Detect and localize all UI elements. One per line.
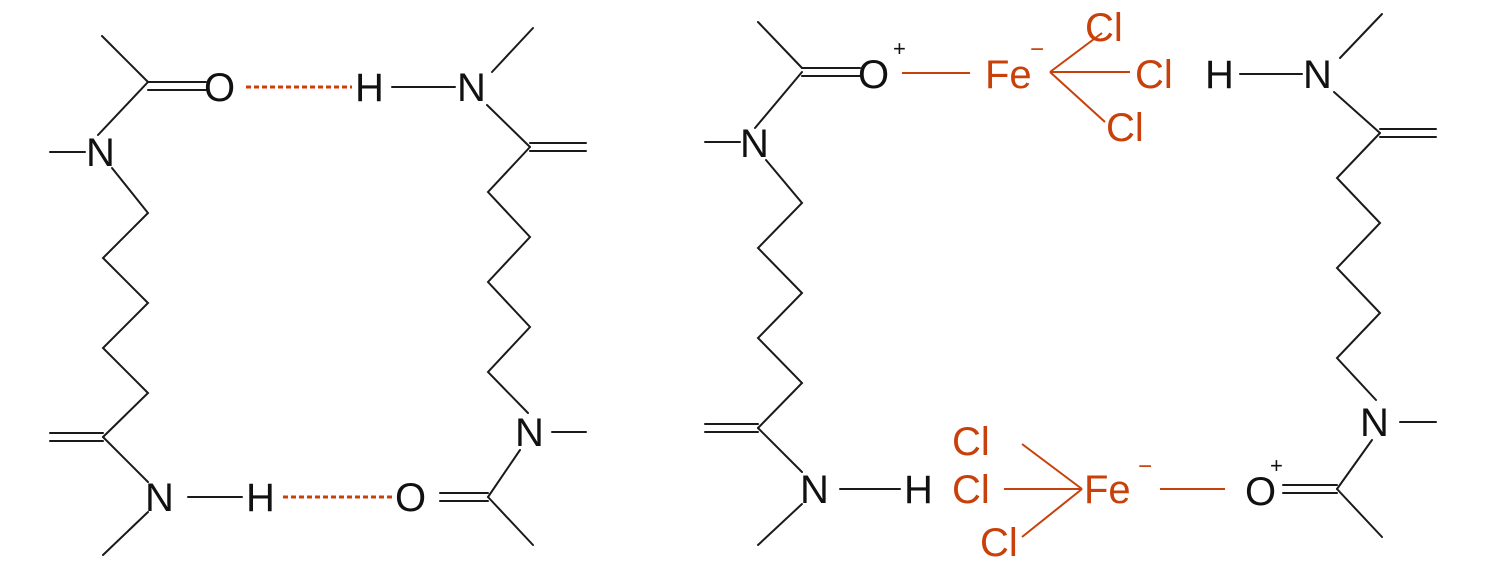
nitrogen-atom-label: N (1303, 53, 1332, 97)
nitrogen-atom-label: N (86, 131, 115, 175)
positive-charge-label: + (893, 36, 906, 61)
negative-charge-label: − (1138, 453, 1152, 480)
iron-atom-label: Fe (985, 53, 1032, 97)
left-panel: O H N N N H O N (49, 27, 587, 556)
chlorine-atom-label: Cl (980, 521, 1018, 565)
chlorine-atom-label: Cl (1135, 53, 1173, 97)
oxygen-atom-label: O (1245, 470, 1276, 514)
left-chain-bonds (49, 35, 243, 556)
right-panel: O + Fe − Cl Cl Cl H N N N H N Cl Cl Cl F… (704, 6, 1437, 565)
oxygen-atom-label: O (395, 476, 426, 520)
positive-charge-label: + (1270, 453, 1283, 478)
nitrogen-atom-label: N (515, 411, 544, 455)
nitrogen-atom-label: N (1360, 401, 1389, 445)
hydrogen-atom-label: H (355, 66, 384, 110)
chlorine-atom-label: Cl (1106, 106, 1144, 150)
iron-atom-label: Fe (1084, 468, 1131, 512)
iron-chloride-bonds (902, 32, 1225, 538)
right-panel-right-chain-bonds (1239, 13, 1437, 538)
hydrogen-atom-label: H (904, 468, 933, 512)
right-panel-left-chain-bonds (704, 21, 901, 546)
chlorine-atom-label: Cl (1085, 6, 1123, 50)
nitrogen-atom-label: N (740, 122, 769, 166)
nitrogen-atom-label: N (800, 468, 829, 512)
oxygen-atom-label: O (858, 53, 889, 97)
chlorine-atom-label: Cl (952, 420, 990, 464)
nitrogen-atom-label: N (457, 66, 486, 110)
nitrogen-atom-label: N (145, 476, 174, 520)
hydrogen-atom-label: H (1205, 53, 1234, 97)
oxygen-atom-label: O (204, 66, 235, 110)
chlorine-atom-label: Cl (952, 468, 990, 512)
negative-charge-label: − (1030, 36, 1044, 63)
hydrogen-atom-label: H (246, 476, 275, 520)
right-chain-bonds (391, 27, 587, 546)
